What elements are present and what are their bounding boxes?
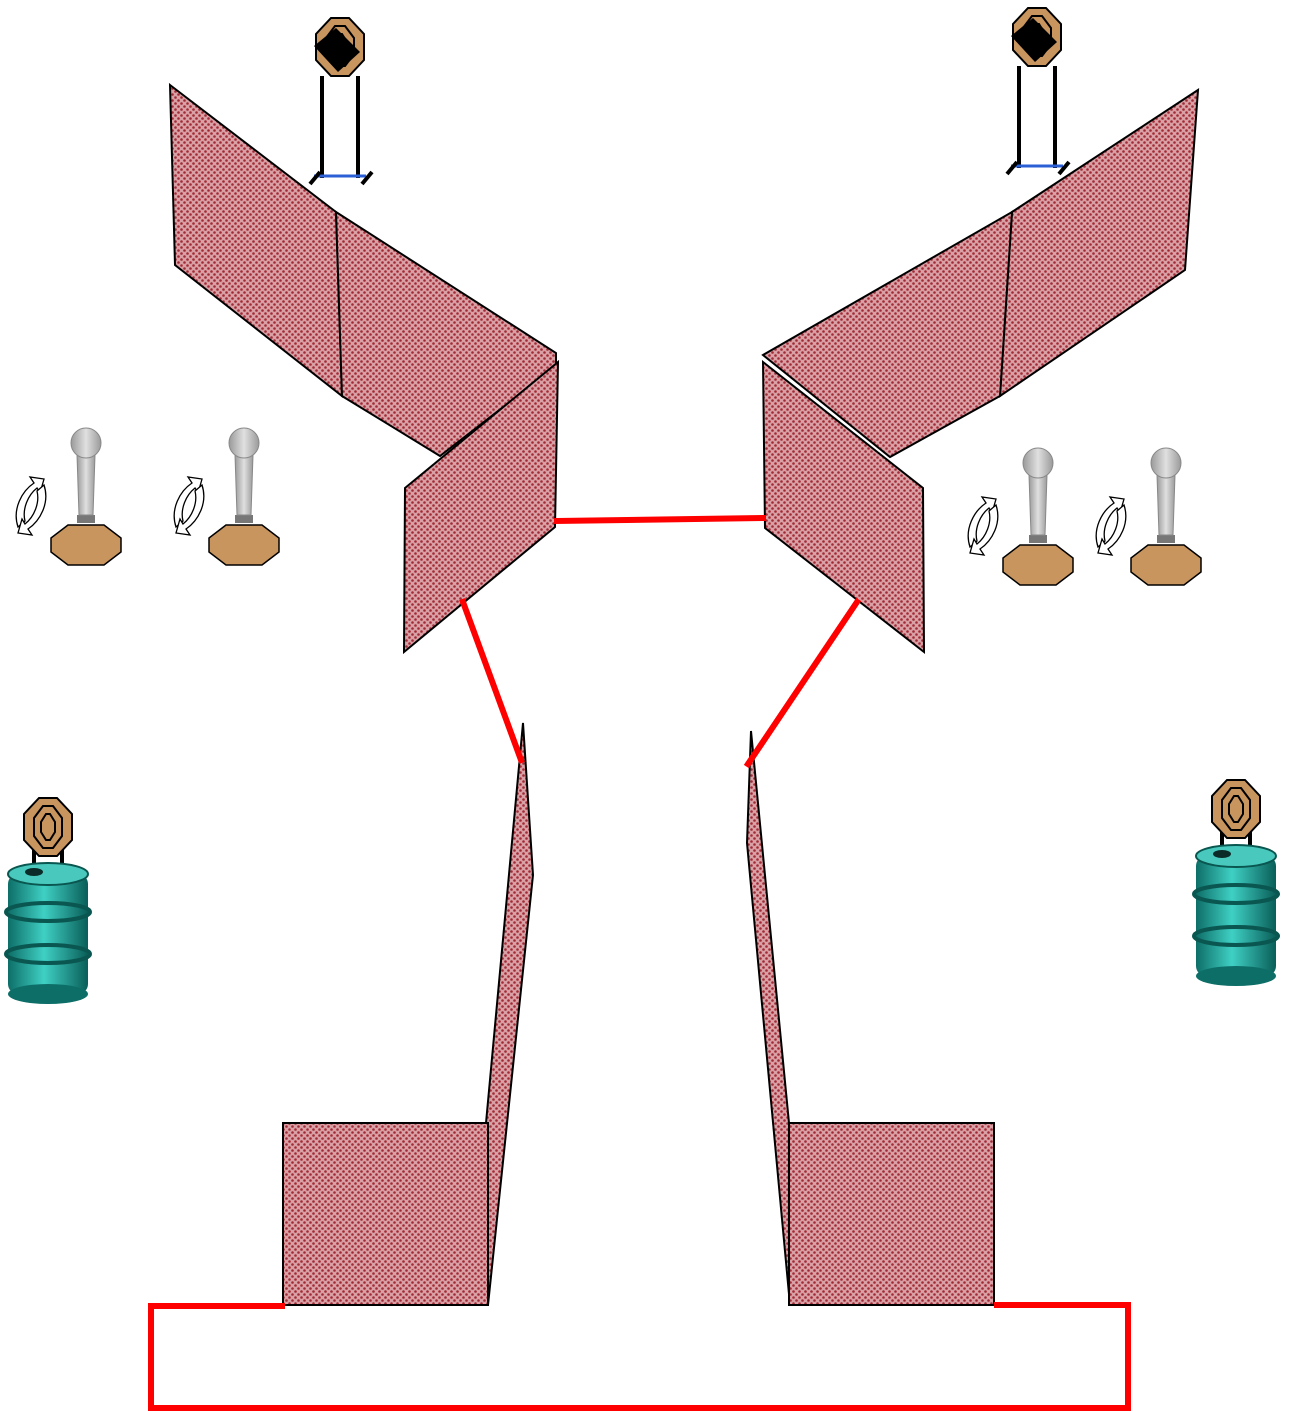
steel-target-icon — [1005, 6, 1071, 176]
swinger-target-icon — [15, 427, 122, 566]
swinger-target-icon — [173, 427, 280, 566]
upper-left-panel-outer — [168, 82, 344, 399]
upper-right-panel-inner — [761, 210, 1014, 459]
swinger-target-icon — [1095, 447, 1202, 586]
center-fault-line — [553, 514, 767, 525]
right-diagonal-fault-line — [743, 597, 862, 769]
swinger-target-icon — [967, 447, 1074, 586]
left-diagonal-fault-line — [459, 598, 525, 764]
shooting-box — [148, 1302, 1131, 1411]
barrel-icon — [4, 796, 92, 1006]
upper-right-panel-outer — [998, 88, 1200, 398]
walls-group — [168, 82, 1200, 1306]
left-corridor-wall — [484, 722, 535, 1306]
upper-left-panel-front — [402, 359, 560, 655]
fault-lines-group — [148, 514, 1131, 1411]
right-corridor-wall — [745, 730, 791, 1306]
upper-right-panel-front — [761, 359, 926, 655]
lower-right-block — [788, 1122, 995, 1306]
lower-left-block — [282, 1122, 489, 1306]
barrel-icon — [1192, 778, 1280, 988]
steel-target-icon — [308, 16, 374, 186]
